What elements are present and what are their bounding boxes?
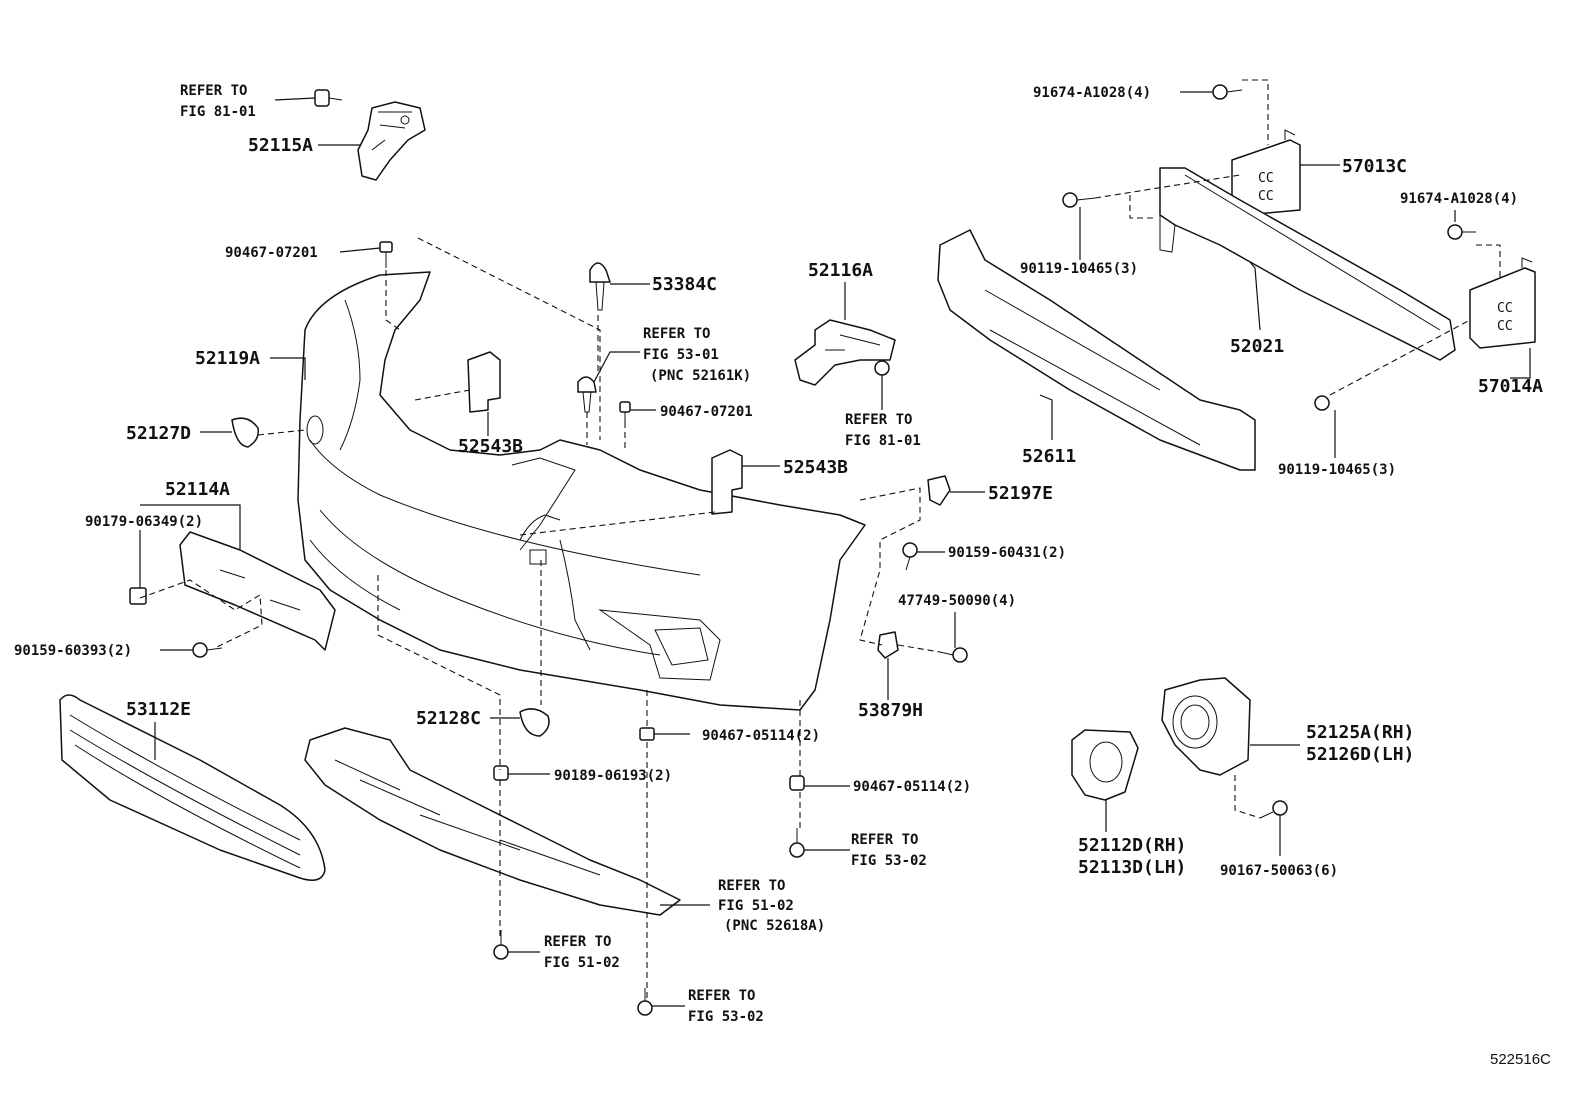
label-53112E: 53112E: [126, 699, 191, 720]
label-91674-A1028-right: 91674-A1028(4): [1400, 191, 1518, 207]
screw-90159-60431-icon: [902, 542, 918, 571]
license-bracket-52114A-drawing: [179, 531, 336, 651]
push-clip-53384C-drawing: [589, 262, 611, 311]
bolt-47749-50090-icon: [939, 647, 968, 663]
clip-90467-07201-mid-drawing: [619, 401, 631, 422]
grille-53112E-drawing: [59, 694, 326, 881]
cap-52128C-drawing: [519, 708, 550, 737]
label-52125A-RH: 52125A(RH): [1306, 722, 1414, 743]
label-57014A: 57014A: [1478, 376, 1543, 397]
refer-81-01-a-line2: FIG 81-01: [180, 104, 256, 120]
label-52119A: 52119A: [195, 348, 260, 369]
label-90467-05114-a: 90467-05114(2): [702, 728, 820, 744]
label-53384C: 53384C: [652, 274, 717, 295]
under-cover-52618A-drawing: [304, 727, 681, 916]
label-52611: 52611: [1022, 446, 1076, 467]
screw-90159-60393-icon: [192, 642, 223, 658]
refer-53-02-a-line2: FIG 53-02: [851, 853, 927, 869]
bracket-57013C-drawing: CC CC: [1231, 129, 1301, 216]
label-57013C: 57013C: [1342, 156, 1407, 177]
label-52114A: 52114A: [165, 479, 230, 500]
label-90189-06193: 90189-06193(2): [554, 768, 672, 784]
bracket-52116A-drawing: [794, 319, 896, 386]
label-91674-A1028-top: 91674-A1028(4): [1033, 85, 1151, 101]
refer-51-02-a-line2: FIG 51-02: [718, 898, 794, 914]
bracket-52115A-drawing: [357, 101, 426, 181]
svg-text:CC: CC: [1258, 189, 1274, 204]
clip-90179-06349-drawing: [129, 587, 147, 605]
leader-lines: [139, 91, 1531, 1007]
refer-53-01-line2: FIG 53-01: [643, 347, 719, 363]
label-90159-60393: 90159-60393(2): [14, 643, 132, 659]
label-52197E: 52197E: [988, 483, 1053, 504]
fog-housing-52125A-drawing: [1161, 677, 1251, 776]
label-52543B-right: 52543B: [783, 457, 848, 478]
label-90167-50063: 90167-50063(6): [1220, 863, 1338, 879]
label-53879H: 53879H: [858, 700, 923, 721]
label-90159-60431: 90159-60431(2): [948, 545, 1066, 561]
absorber-52611-drawing: [937, 229, 1256, 471]
cap-52127D-drawing: [231, 417, 260, 448]
bracket-57014A-drawing: CC CC: [1469, 257, 1536, 349]
pad-52543B-right-drawing: [711, 449, 743, 515]
label-47749-50090: 47749-50090(4): [898, 593, 1016, 609]
svg-text:CC: CC: [1497, 319, 1513, 334]
label-52113D-LH: 52113D(LH): [1078, 857, 1186, 878]
label-52021: 52021: [1230, 336, 1284, 357]
refer-51-02-a-line1: REFER TO: [718, 878, 785, 894]
dashed-assembly-lines: [139, 79, 1501, 1000]
label-52128C: 52128C: [416, 708, 481, 729]
clip-90467-05114-a-drawing: [639, 727, 655, 741]
label-52112D-RH: 52112D(RH): [1078, 835, 1186, 856]
refer-81-01-a-line1: REFER TO: [180, 83, 247, 99]
clip-90467-07201-top-drawing: [379, 241, 393, 268]
label-90179-06349: 90179-06349(2): [85, 514, 203, 530]
refer-53-01-line1: REFER TO: [643, 326, 710, 342]
bolt-81-01-icon: [874, 360, 890, 376]
bumper-cover-52119A-drawing: [297, 271, 866, 711]
screw-90167-50063-icon: [1259, 800, 1288, 819]
refer-53-02-b-line1: REFER TO: [688, 988, 755, 1004]
retainer-53879H-drawing: [877, 631, 899, 659]
refer-51-02-b-line1: REFER TO: [544, 934, 611, 950]
refer-81-01-b-line2: FIG 81-01: [845, 433, 921, 449]
label-90467-05114-b: 90467-05114(2): [853, 779, 971, 795]
clip-90467-05114-b-drawing: [789, 775, 805, 791]
label-90467-07201-mid: 90467-07201: [660, 404, 753, 420]
clip-52161K-drawing: [577, 376, 597, 413]
bolt-90119-left-icon: [1062, 192, 1096, 208]
label-90119-10465-left: 90119-10465(3): [1020, 261, 1138, 277]
refer-53-01-line3: (PNC 52161K): [650, 368, 751, 384]
part-labels: REFER TO FIG 81-01 52115A 90467-07201 53…: [14, 83, 1551, 1068]
svg-text:CC: CC: [1258, 171, 1274, 186]
bolt-51-02-icon: [493, 930, 509, 960]
label-90467-07201-top: 90467-07201: [225, 245, 318, 261]
label-52543B-left: 52543B: [458, 436, 523, 457]
refer-53-02-a-line1: REFER TO: [851, 832, 918, 848]
label-52116A: 52116A: [808, 260, 873, 281]
label-52127D: 52127D: [126, 423, 191, 444]
bolt-90119-right-icon: [1314, 395, 1330, 411]
bolt-91674-right-icon: [1447, 224, 1476, 240]
refer-51-02-b-line2: FIG 51-02: [544, 955, 620, 971]
label-90119-10465-right: 90119-10465(3): [1278, 462, 1396, 478]
svg-text:CC: CC: [1497, 301, 1513, 316]
refer-51-02-a-line3: (PNC 52618A): [724, 918, 825, 934]
reinforcement-52021-drawing: [1159, 167, 1456, 361]
label-52115A: 52115A: [248, 135, 313, 156]
clip-90189-06193-drawing: [493, 765, 509, 781]
bolt-91674-top-icon: [1212, 84, 1243, 100]
pad-52543B-left-drawing: [467, 351, 501, 413]
clip-icon: [314, 89, 343, 107]
refer-53-02-b-line2: FIG 53-02: [688, 1009, 764, 1025]
refer-81-01-b-line1: REFER TO: [845, 412, 912, 428]
figure-id: 522516C: [1490, 1051, 1551, 1068]
retainer-52197E-drawing: [927, 475, 951, 506]
fog-cover-52112D-drawing: [1071, 729, 1139, 801]
bolt-53-02-a-icon: [789, 828, 805, 858]
label-52126D-LH: 52126D(LH): [1306, 744, 1414, 765]
bolt-53-02-b-icon: [637, 988, 653, 1016]
